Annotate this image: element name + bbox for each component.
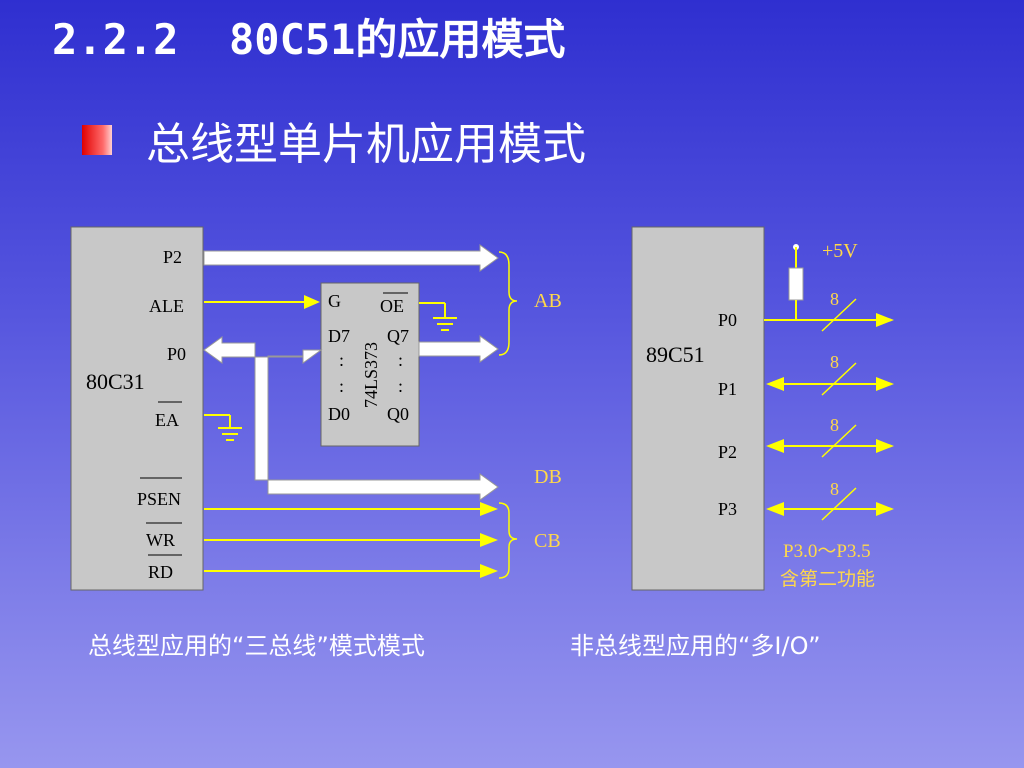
rpin-p1-label: P1 bbox=[718, 379, 737, 399]
pin-p2-label: P2 bbox=[163, 247, 182, 267]
bullet-row: 总线型单片机应用模式 bbox=[82, 108, 586, 172]
pin-ea-label: EA bbox=[155, 410, 179, 430]
psen-arrowhead-icon bbox=[480, 502, 498, 516]
latch-q7-label: Q7 bbox=[387, 326, 409, 346]
pullup-resistor-icon bbox=[788, 267, 804, 301]
latch-dots-q-2: : bbox=[398, 376, 403, 396]
p2-address-bus-arrow bbox=[203, 244, 499, 272]
chip-80c31-label: 80C31 bbox=[86, 369, 145, 394]
latch-name-label: 74LS373 bbox=[361, 342, 381, 408]
pin-psen-label: PSEN bbox=[137, 489, 181, 509]
pin-wr-label: WR bbox=[146, 530, 175, 550]
ab-brace bbox=[498, 251, 518, 356]
wr-arrowhead-icon bbox=[480, 533, 498, 547]
latch-output-bus-arrow bbox=[418, 335, 499, 363]
latch-dots-d-2: : bbox=[339, 376, 344, 396]
latch-d7-label: D7 bbox=[328, 326, 350, 346]
latch-q0-label: Q0 bbox=[387, 404, 409, 424]
oe-ground-icon bbox=[433, 317, 457, 331]
p2-right-arrowhead-icon bbox=[876, 439, 894, 453]
pin-p0-label: P0 bbox=[167, 344, 186, 364]
left-caption: 总线型应用的“三总线”模式模式 bbox=[88, 632, 425, 660]
latch-oe-label: OE bbox=[380, 296, 404, 316]
rpin-p2-label: P2 bbox=[718, 442, 737, 462]
p0-data-bus-arrow bbox=[203, 336, 499, 501]
latch-g-label: G bbox=[328, 291, 341, 311]
chip-89c51-label: 89C51 bbox=[646, 342, 705, 367]
latch-74ls373 bbox=[320, 282, 420, 447]
p1-width-label: 8 bbox=[830, 352, 839, 372]
p2-left-arrowhead-icon bbox=[766, 439, 784, 453]
p3-width-slash bbox=[821, 487, 857, 521]
db-label: DB bbox=[534, 466, 562, 488]
rpin-p3-label: P3 bbox=[718, 499, 737, 519]
p1-right-arrowhead-icon bbox=[876, 377, 894, 391]
rpin-p0-label: P0 bbox=[718, 310, 737, 330]
latch-d0-label: D0 bbox=[328, 404, 350, 424]
ab-label: AB bbox=[534, 290, 562, 312]
vcc-label: +5V bbox=[822, 240, 858, 262]
bullet-square-icon bbox=[82, 125, 112, 155]
p3-function-note: 含第二功能 bbox=[780, 568, 875, 590]
right-caption: 非总线型应用的“多I/O” bbox=[570, 632, 821, 660]
pin-ale-label: ALE bbox=[149, 296, 184, 316]
ale-arrowhead-icon bbox=[304, 295, 320, 309]
p0-width-label: 8 bbox=[830, 289, 839, 309]
latch-dots-d-1: : bbox=[339, 350, 344, 370]
latch-dots-q-1: : bbox=[398, 350, 403, 370]
p3-range-note: P3.0～P3.5 bbox=[783, 541, 871, 562]
slide-subtitle: 总线型单片机应用模式 bbox=[146, 119, 586, 170]
p2-width-label: 8 bbox=[830, 415, 839, 435]
cb-brace bbox=[498, 502, 518, 579]
p3-width-label: 8 bbox=[830, 479, 839, 499]
chip-80c31 bbox=[70, 226, 204, 591]
slide-title: 2.2.2 80C51的应用模式 bbox=[52, 15, 566, 64]
p1-width-slash bbox=[821, 362, 857, 396]
p1-left-arrowhead-icon bbox=[766, 377, 784, 391]
rd-arrowhead-icon bbox=[480, 564, 498, 578]
cb-label: CB bbox=[534, 530, 561, 552]
p2-width-slash bbox=[821, 424, 857, 458]
p3-right-arrowhead-icon bbox=[876, 502, 894, 516]
p3-left-arrowhead-icon bbox=[766, 502, 784, 516]
pin-rd-label: RD bbox=[148, 562, 173, 582]
ea-ground-icon bbox=[218, 427, 242, 441]
p0-width-slash bbox=[821, 298, 857, 332]
p0-arrowhead-icon bbox=[876, 313, 894, 327]
chip-89c51 bbox=[631, 226, 765, 591]
